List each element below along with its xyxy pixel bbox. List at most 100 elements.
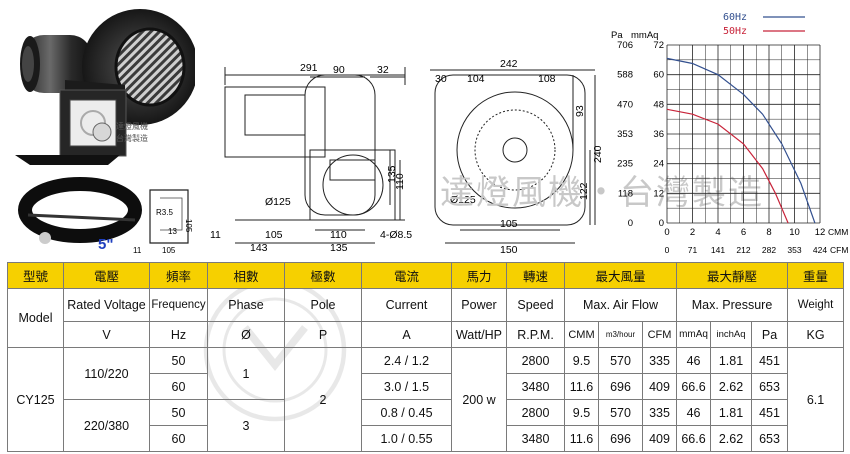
hz-cell: 50 (149, 347, 208, 374)
y-tick-pa: 706 (617, 40, 633, 51)
h-frequency-en: Frequency (149, 288, 208, 322)
unit-pole: P (284, 321, 362, 348)
x-tick-cfm: 353 (787, 245, 801, 255)
weight-cell: 6.1 (787, 347, 845, 452)
current-cell: 3.0 / 1.5 (361, 373, 452, 400)
power-cell: 200 w (451, 347, 507, 452)
dim-110h: 110 (330, 229, 347, 241)
bracket-dim-105v: 105 (184, 219, 193, 233)
h-pressure-zh: 最大靜壓 (676, 262, 789, 289)
dim-143: 143 (250, 242, 268, 254)
x-tick-cmm: 12 (815, 227, 826, 238)
x-tick-cmm: 2 (690, 227, 695, 238)
h-airflow-en: Max. Air Flow (563, 288, 678, 322)
inchaq-cell: 1.81 (710, 399, 753, 426)
y-tick-mmaq: 0 (659, 218, 664, 229)
current-cell: 0.8 / 0.45 (361, 399, 452, 426)
dim-93: 93 (574, 105, 586, 117)
h-pole-zh: 極數 (284, 262, 362, 289)
pa-cell: 451 (751, 399, 789, 426)
dim-110v: 110 (394, 173, 406, 190)
phase-cell-a: 1 (207, 347, 285, 400)
series-line-60Hz (666, 57, 816, 224)
dim-135v: 135 (386, 165, 398, 183)
h-weight-en: Weight (787, 288, 845, 322)
y-tick-pa: 353 (617, 129, 633, 140)
blower-photo: 達燈風機 台灣製造 R3.5 13 105 11 105 5" (15, 9, 195, 255)
bracket-dim-11: 11 (133, 246, 142, 255)
x-tick-cmm: 4 (715, 227, 720, 238)
photo-badge-line2: 台灣製造 (116, 133, 148, 143)
cmm-cell: 11.6 (564, 425, 599, 452)
hz-cell: 50 (149, 399, 208, 426)
dim-240: 240 (592, 145, 604, 163)
y-tick-mmaq: 12 (653, 188, 664, 199)
cfm-cell: 335 (641, 347, 678, 374)
unit-inchaq: inchAq (710, 321, 753, 348)
dim-108: 108 (538, 73, 556, 85)
h-frequency-zh: 頻率 (149, 262, 208, 289)
y-tick-mmaq: 72 (653, 40, 664, 51)
spec-table: 型號 電壓 頻率 相數 極數 電流 馬力 轉速 最大風量 最大靜壓 重量 Mod… (7, 262, 845, 452)
cfm-cell: 409 (641, 425, 678, 452)
rpm-cell: 3480 (506, 373, 565, 400)
h-phase-en: Phase (207, 288, 285, 322)
mmaq-cell: 66.6 (676, 373, 712, 400)
m3h-cell: 696 (598, 425, 643, 452)
m3h-cell: 696 (598, 373, 643, 400)
mmaq-cell: 46 (676, 399, 712, 426)
y-unit-mmaq: mmAq (631, 30, 658, 41)
unit-v: V (63, 321, 150, 348)
y-tick-mmaq: 60 (653, 70, 664, 81)
size-label: 5" (98, 236, 113, 253)
cfm-cell: 409 (641, 373, 678, 400)
h-speed-en: Speed (506, 288, 565, 322)
table-row: 60 1.0 / 0.55 3480 11.6 696 409 66.6 2.6… (8, 425, 844, 452)
phase-cell-b: 3 (207, 399, 285, 452)
header-row-en: Model Rated Voltage Frequency Phase Pole… (7, 288, 845, 348)
table-row: CY125 110/220 50 1 2 2.4 / 1.2 200 w 280… (7, 347, 845, 452)
table-row: 220/380 50 3 0.8 / 0.45 2800 9.5 570 335… (8, 399, 844, 452)
x-unit-cfm: CFM (830, 245, 848, 255)
dim-150: 150 (500, 244, 518, 255)
y-unit-pa: Pa (611, 30, 623, 41)
current-cell: 2.4 / 1.2 (361, 347, 452, 374)
inchaq-cell: 2.62 (710, 425, 753, 452)
dim-291: 291 (300, 62, 318, 74)
dim-104: 104 (467, 73, 485, 85)
current-cell: 1.0 / 0.55 (361, 425, 452, 452)
x-tick-cfm: 0 (665, 245, 670, 255)
hz-cell: 60 (149, 373, 208, 400)
x-tick-cmm: 0 (664, 227, 669, 238)
unit-phase: Ø (207, 321, 285, 348)
h-current-zh: 電流 (361, 262, 452, 289)
h-pressure-en: Max. Pressure (676, 288, 789, 322)
hz-cell: 60 (149, 425, 208, 452)
h-model-zh: 型號 (7, 262, 64, 289)
x-tick-cfm: 141 (711, 245, 725, 255)
x-tick-cfm: 212 (736, 245, 750, 255)
h-power-en: Power (451, 288, 507, 322)
pa-cell: 451 (751, 347, 789, 374)
dim-dia125-front: Ø125 (450, 194, 476, 206)
photo-badge-line1: 達燈風機 (116, 121, 148, 131)
bracket-dim-105h: 105 (162, 246, 176, 255)
model-cell: CY125 (7, 347, 64, 452)
h-airflow-zh: 最大風量 (563, 262, 678, 289)
rpm-cell: 2800 (506, 399, 565, 426)
pa-cell: 653 (751, 425, 789, 452)
y-tick-mmaq: 36 (653, 129, 664, 140)
h-pole-en: Pole (284, 288, 362, 322)
unit-hz: Hz (149, 321, 208, 348)
cmm-cell: 9.5 (564, 399, 599, 426)
voltage-cell-b: 220/380 (63, 399, 150, 452)
dimension-drawing: 291 90 32 110 135 Ø125 11 105 110 135 14… (210, 58, 604, 255)
y-tick-pa: 470 (617, 99, 633, 110)
dim-122: 122 (578, 182, 590, 200)
unit-watt: Watt/HP (451, 321, 507, 348)
rpm-cell: 3480 (506, 425, 565, 452)
h-weight-zh: 重量 (787, 262, 845, 289)
h-model-en: Model (7, 288, 64, 348)
y-tick-pa: 0 (628, 218, 633, 229)
mmaq-cell: 66.6 (676, 425, 712, 452)
